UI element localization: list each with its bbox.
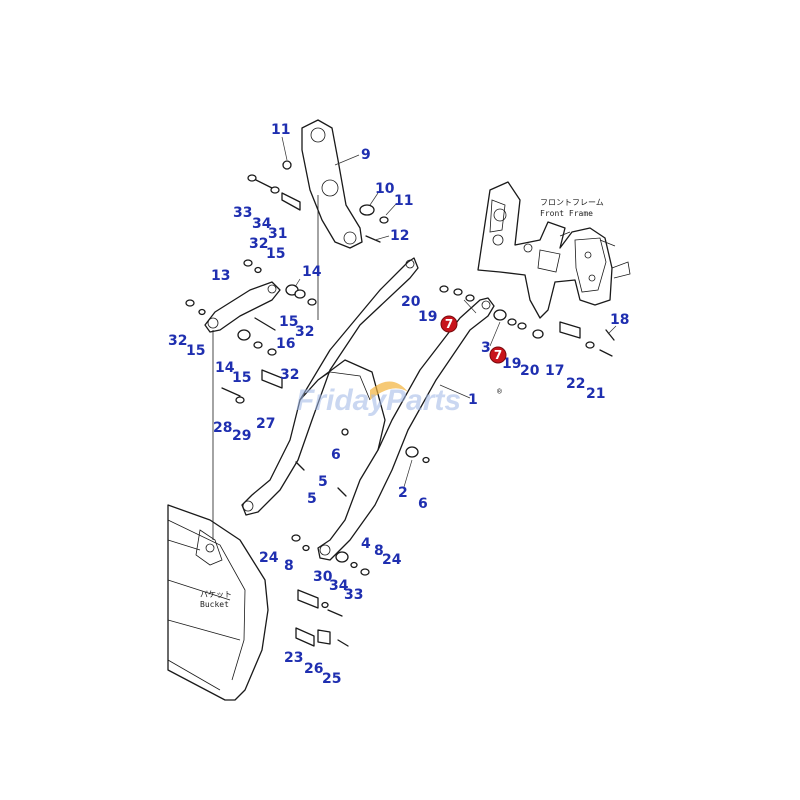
badge-7-label: 7 [445, 317, 453, 331]
callout-25: 25 [322, 671, 341, 687]
callout-1: 1 [468, 392, 478, 408]
callout-30: 30 [313, 569, 333, 585]
bucket: バケット Bucket [167, 504, 269, 701]
lift-arm-part-1 [241, 257, 495, 561]
callout-33: 33 [233, 205, 252, 221]
callout-23: 23 [284, 650, 303, 666]
callout-21: 21 [586, 386, 605, 402]
callout-9: 9 [361, 147, 371, 163]
callout-12: 12 [390, 228, 409, 244]
front-frame-en-label: Front Frame [540, 209, 593, 218]
callout-3: 3 [481, 340, 491, 356]
callout-28: 28 [213, 420, 232, 436]
callout-18: 18 [610, 312, 629, 328]
badge-7-label: 7 [494, 348, 502, 362]
highlight-badge-part-7: 7 [440, 315, 458, 333]
callout-14: 14 [302, 264, 322, 280]
callout-14: 14 [215, 360, 235, 376]
callout-20: 20 [520, 363, 540, 379]
watermark-logo: FridayParts ® [296, 381, 502, 417]
callout-6: 6 [331, 447, 341, 463]
callout-19: 19 [502, 356, 521, 372]
callout-4: 4 [361, 536, 371, 552]
callout-11: 11 [394, 193, 413, 209]
callout-16: 16 [276, 336, 295, 352]
callout-24: 24 [259, 550, 279, 566]
callout-10: 10 [375, 181, 395, 197]
callouts: 11 9 10 11 33 34 31 12 32 15 13 14 15 32… [168, 122, 629, 687]
callout-33: 33 [344, 587, 363, 603]
callout-32: 32 [249, 236, 268, 252]
callout-2: 2 [398, 485, 408, 501]
alignment-lines [212, 195, 319, 540]
callout-32: 32 [295, 324, 314, 340]
watermark-text: FridayParts [296, 384, 461, 417]
callout-26: 26 [304, 661, 323, 677]
callout-11: 11 [271, 122, 290, 138]
callout-15: 15 [186, 343, 205, 359]
link-part-13 [204, 281, 281, 333]
bellcrank-part-9 [301, 119, 363, 249]
callout-5: 5 [318, 474, 328, 490]
callout-32: 32 [280, 367, 299, 383]
callout-34: 34 [329, 578, 349, 594]
callout-8: 8 [284, 558, 294, 574]
callout-34: 34 [252, 216, 272, 232]
callout-31: 31 [268, 226, 287, 242]
callout-19: 19 [418, 309, 437, 325]
callout-32: 32 [168, 333, 187, 349]
callout-27: 27 [256, 416, 275, 432]
leader-lines [281, 136, 617, 488]
callout-29: 29 [232, 428, 251, 444]
callout-15: 15 [279, 314, 298, 330]
callout-13: 13 [211, 268, 230, 284]
front-frame-jp-label: フロントフレーム [540, 198, 604, 207]
callout-15: 15 [232, 370, 251, 386]
small-parts [185, 160, 615, 647]
callout-22: 22 [566, 376, 585, 392]
callout-8: 8 [374, 543, 384, 559]
callout-5: 5 [307, 491, 317, 507]
watermark-trademark: ® [497, 387, 502, 396]
callout-24: 24 [382, 552, 402, 568]
bucket-jp-label: バケット [200, 590, 232, 599]
callout-20: 20 [401, 294, 421, 310]
callout-17: 17 [545, 363, 564, 379]
bucket-en-label: Bucket [200, 600, 229, 609]
highlight-badge-part-7: 7 [489, 346, 507, 364]
callout-6: 6 [418, 496, 428, 512]
front-frame: フロントフレーム Front Frame [477, 181, 631, 319]
callout-15: 15 [266, 246, 285, 262]
